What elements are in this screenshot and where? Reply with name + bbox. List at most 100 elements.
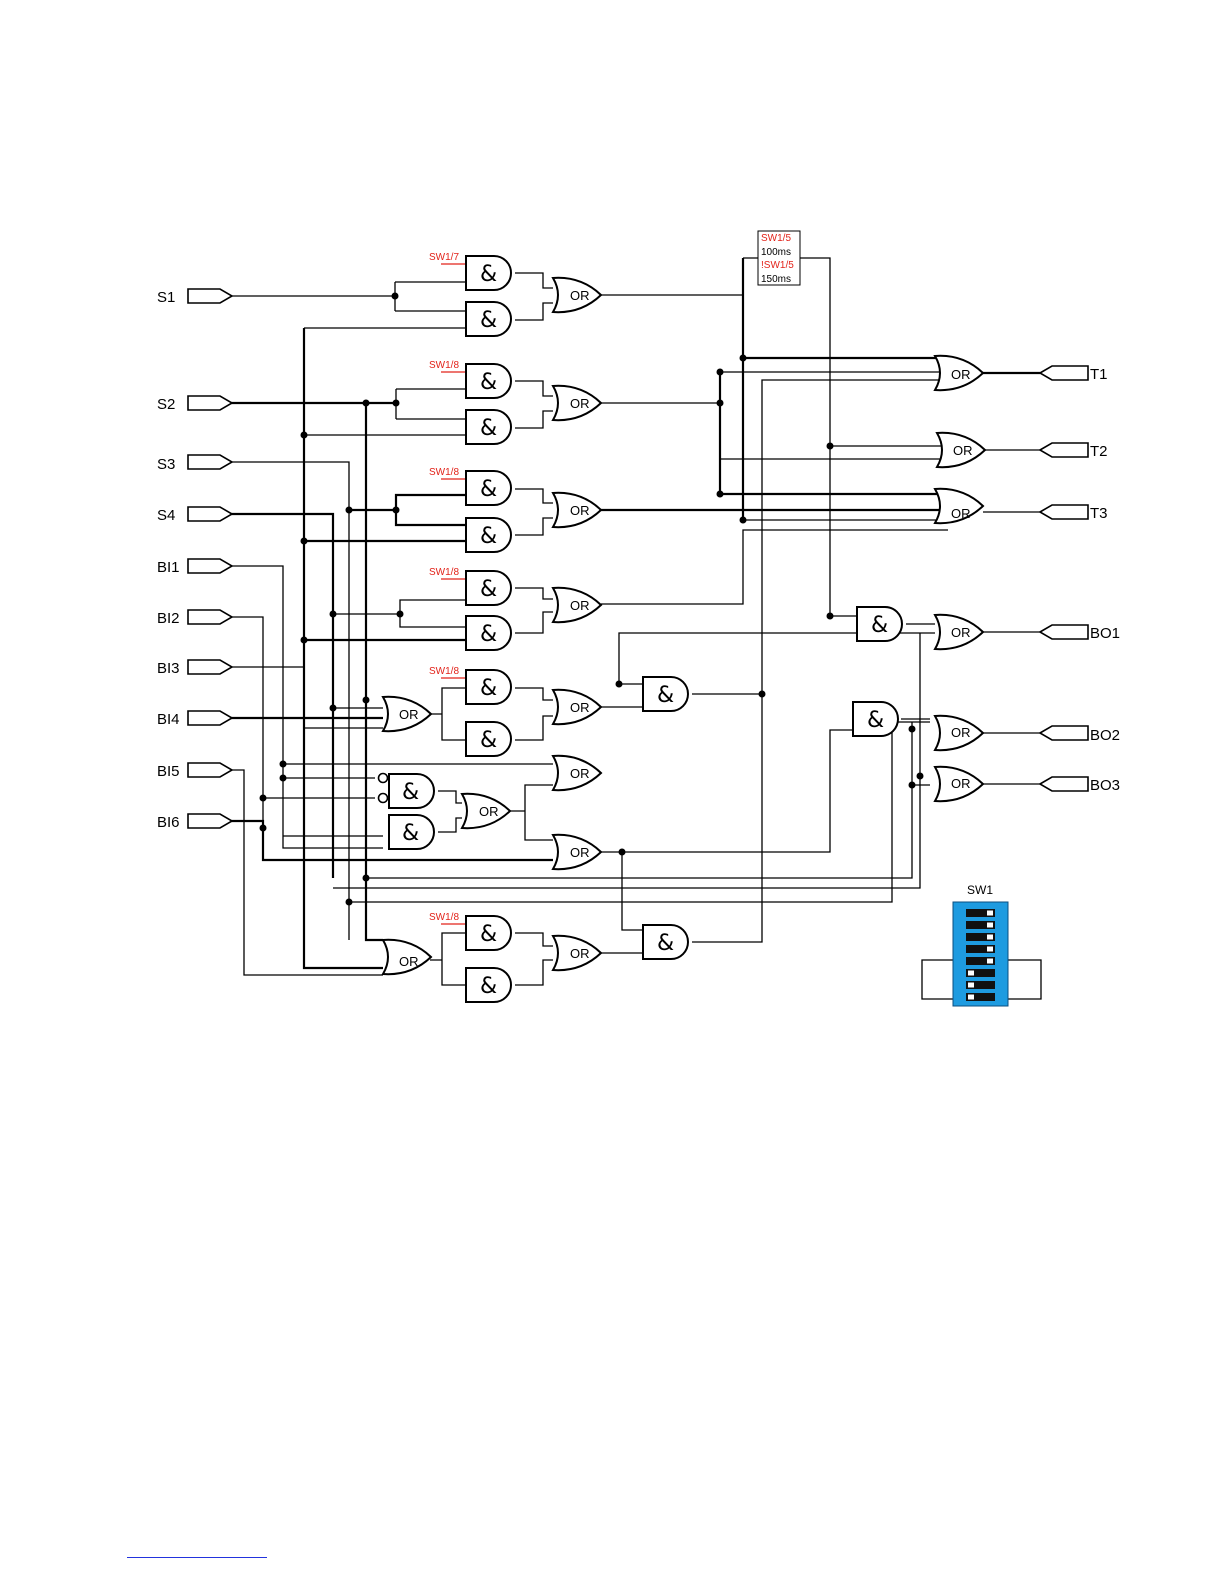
input-s2: S2 [157,396,232,413]
or-gate-1: OR [553,278,601,312]
output-label-t3: T3 [1090,505,1108,522]
footer-rule [127,1557,267,1558]
and-gate-6b: & [466,968,511,1002]
and-gate-4a: & [466,571,511,605]
or-gate-t1: OR [935,356,983,390]
input-s1: S1 [157,289,232,306]
output-t3: T3 [1040,505,1108,522]
output-terminals: T1 T2 T3 BO1 BO2 BO3 [1040,366,1120,794]
switch-label-row1: SW1/7 [429,252,465,264]
dip-knob-2 [987,923,993,928]
or-gate-7: OR [553,835,601,869]
timer-box: SW1/5 100ms !SW1/5 150ms [758,231,800,285]
and-gate-3b: & [466,518,511,552]
svg-text:OR: OR [570,598,590,613]
input-bi1: BI1 [157,559,232,576]
and-gate-bo1: & [857,607,902,641]
output-t2: T2 [1040,443,1108,460]
svg-text:&: & [480,728,497,753]
input-bi6: BI6 [157,814,232,831]
and-gate-5b: & [466,722,511,756]
svg-text:&: & [657,931,674,956]
timer-on-label: SW1/5 [761,233,791,244]
svg-text:SW1/8: SW1/8 [429,467,459,478]
input-s4: S4 [157,507,232,524]
input-label-s1: S1 [157,289,175,306]
and-gate-mid-1: & [643,677,688,711]
or-gate-2: OR [553,386,601,420]
and-gate-4b: & [466,616,511,650]
svg-text:SW1/8: SW1/8 [429,666,459,677]
input-s3: S3 [157,455,232,473]
and-gates-right: & & & & [643,607,902,959]
svg-text:OR: OR [399,707,419,722]
input-label-bi1: BI1 [157,559,180,576]
svg-text:OR: OR [570,766,590,781]
input-terminals: S1 S2 S3 S4 BI1 BI2 BI3 BI4 BI5 BI6 [157,289,232,831]
or-gate-3: OR [553,493,601,527]
or-gate-bi4: OR [383,697,431,731]
switch-label-row6: SW1/8 [429,912,465,924]
output-label-bo1: BO1 [1090,625,1120,642]
input-bi4: BI4 [157,711,232,728]
output-label-t1: T1 [1090,366,1108,383]
and-gate-1b: & [466,302,511,336]
input-label-s3: S3 [157,456,175,473]
output-label-bo3: BO3 [1090,777,1120,794]
timer-off-label: !SW1/5 [761,260,794,271]
input-label-bi3: BI3 [157,660,180,677]
svg-text:OR: OR [951,725,971,740]
output-label-t2: T2 [1090,443,1108,460]
wires [230,258,1040,985]
dip-knob-1 [987,911,993,916]
svg-text:&: & [871,613,888,638]
and-gate-1a: & [466,256,511,290]
svg-text:&: & [480,974,497,999]
dip-switch: SW1 [922,883,1041,1006]
svg-text:&: & [480,577,497,602]
or-gate-8: OR [553,936,601,970]
and-gate-5a: & [466,670,511,704]
switch-label-row3: SW1/8 [429,467,465,479]
svg-text:SW1/8: SW1/8 [429,567,459,578]
input-label-bi5: BI5 [157,763,180,780]
nand-gate-a: & [379,774,435,809]
or-gate-bottom: OR [383,940,431,974]
input-label-s4: S4 [157,507,175,524]
input-label-bi6: BI6 [157,814,180,831]
output-t1: T1 [1040,366,1108,383]
svg-text:&: & [480,370,497,395]
switch-label-row5: SW1/8 [429,666,465,678]
svg-text:&: & [480,676,497,701]
timer-off-value: 150ms [761,274,791,285]
svg-text:OR: OR [570,845,590,860]
and-gate-6a: & [466,916,511,950]
svg-text:OR: OR [570,396,590,411]
svg-text:SW1/8: SW1/8 [429,360,459,371]
svg-text:&: & [480,262,497,287]
input-label-s2: S2 [157,396,175,413]
dip-knob-6 [968,971,974,976]
dip-knob-8 [968,995,974,1000]
svg-text:OR: OR [399,954,419,969]
or-gate-6: OR [553,756,601,790]
svg-text:&: & [480,622,497,647]
input-bi5: BI5 [157,763,232,780]
or-gate-5: OR [553,690,601,724]
input-label-bi4: BI4 [157,711,180,728]
dip-switch-body [953,902,1008,1006]
svg-text:SW1/7: SW1/7 [429,252,459,263]
svg-text:OR: OR [479,804,499,819]
svg-text:&: & [480,922,497,947]
output-bo2: BO2 [1040,726,1120,744]
dip-knob-3 [987,935,993,940]
output-bo1: BO1 [1040,625,1120,642]
or-gate-bo3: OR [935,767,983,801]
svg-text:OR: OR [951,776,971,791]
svg-text:&: & [402,821,419,846]
svg-text:OR: OR [570,503,590,518]
svg-text:OR: OR [951,506,971,521]
svg-text:&: & [402,780,419,805]
svg-text:&: & [657,683,674,708]
or-gate-nand: OR [462,794,510,828]
